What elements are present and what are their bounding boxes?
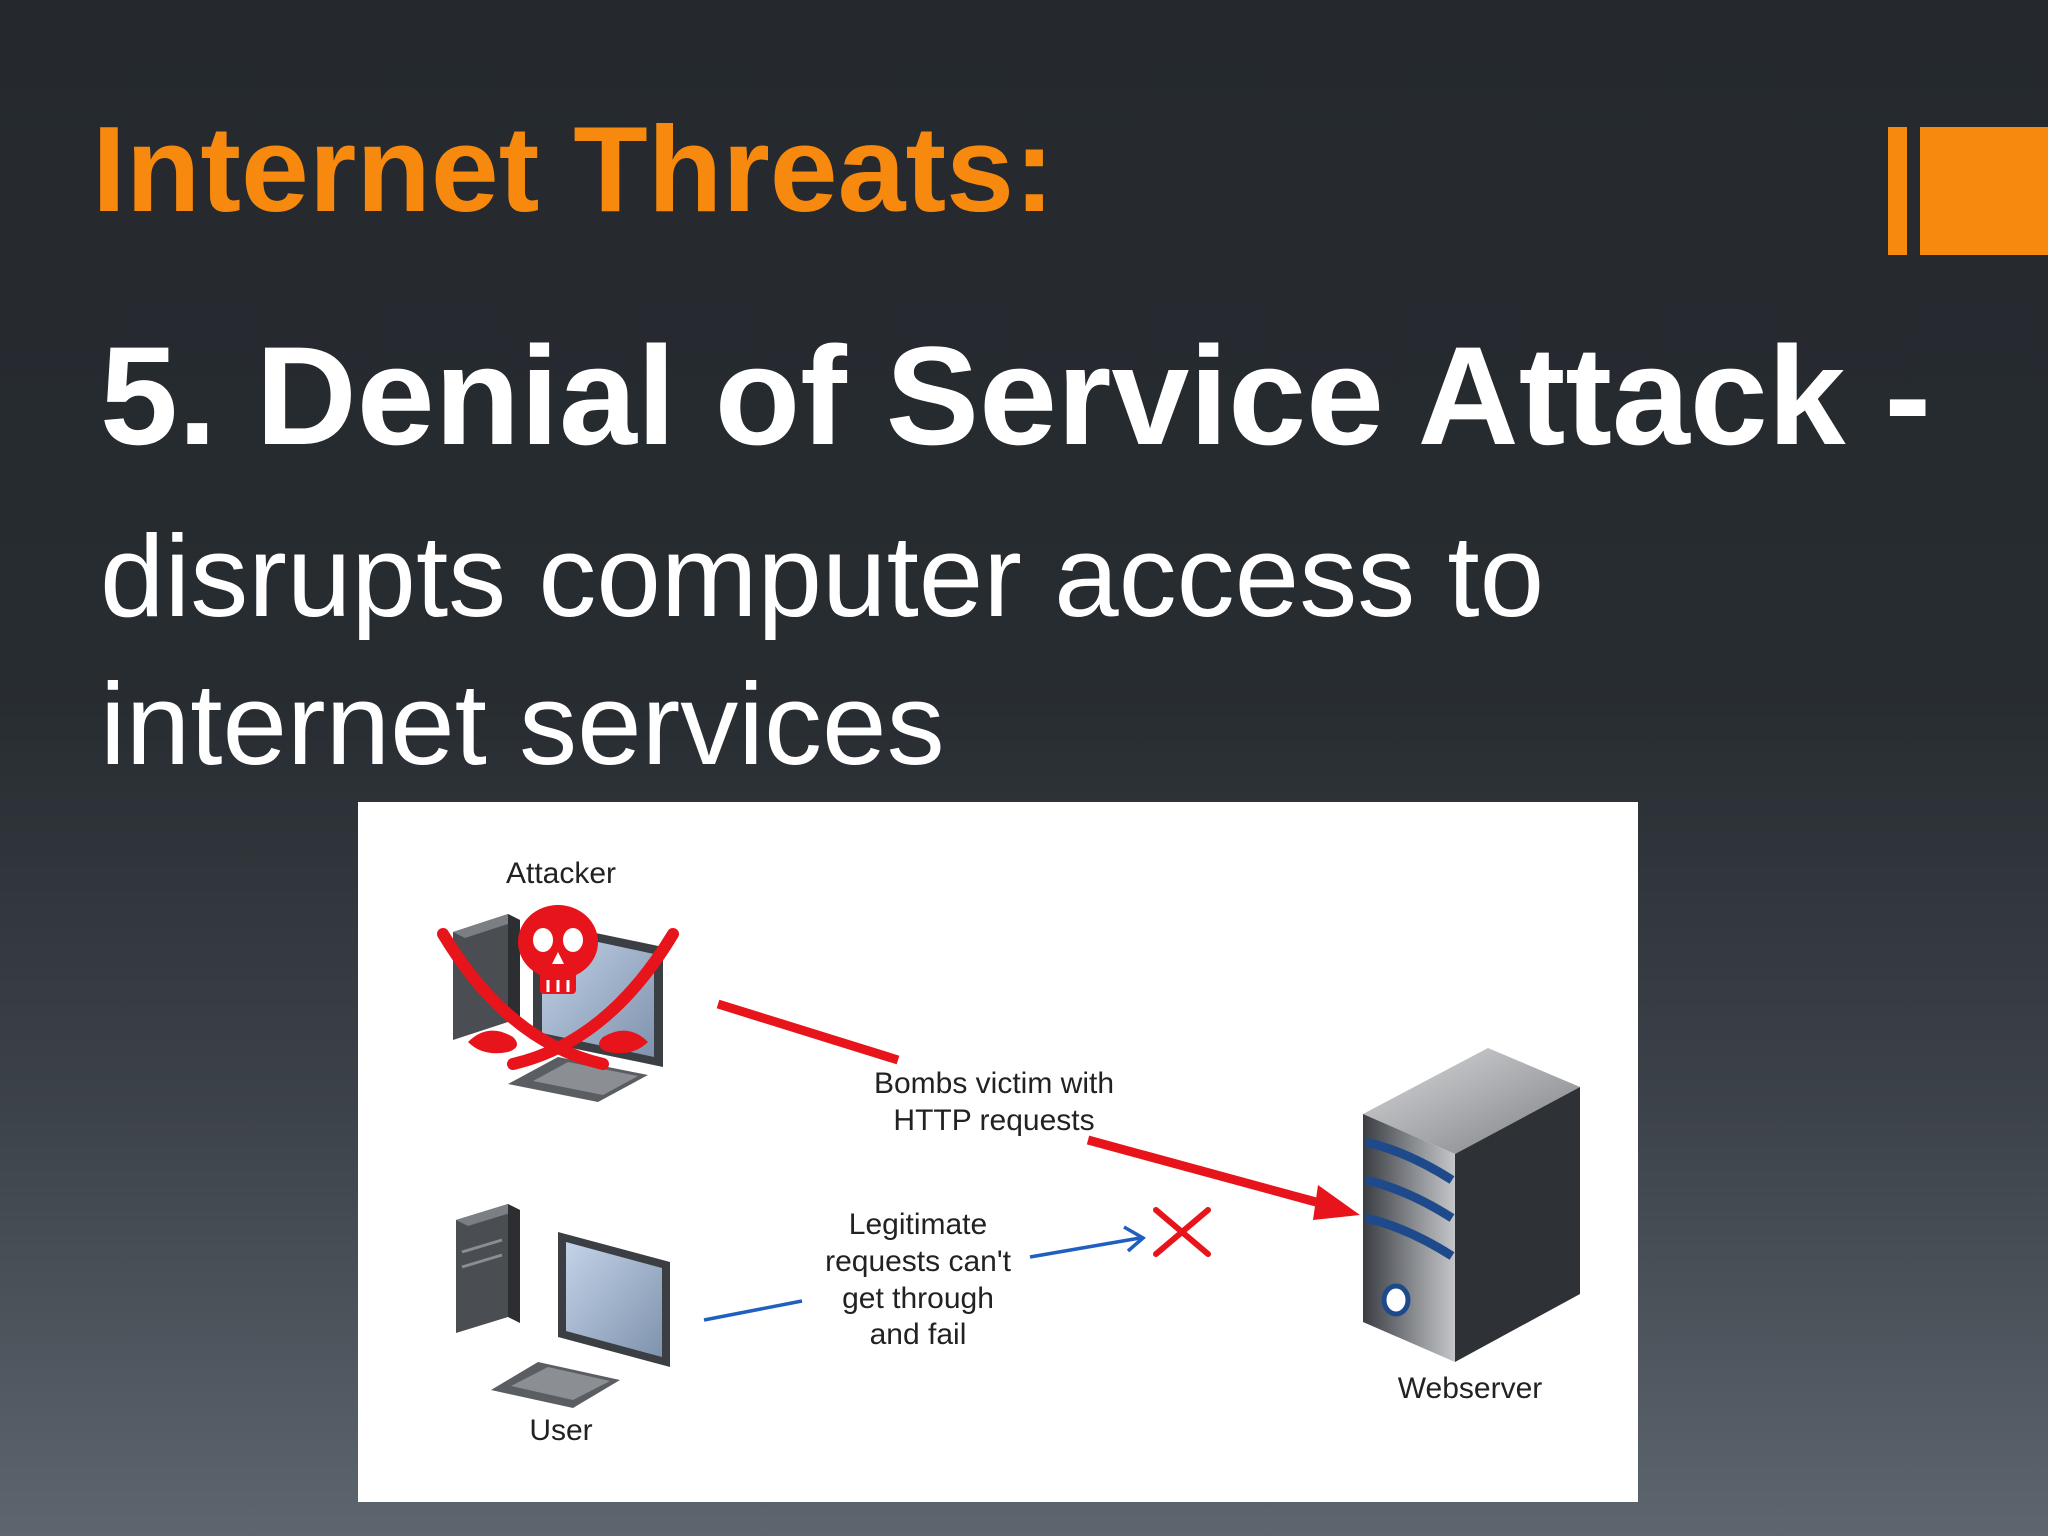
attacker-label: Attacker: [506, 857, 616, 890]
slide-description: disrupts computer access to internet ser…: [100, 502, 1544, 798]
pirate-skull-icon: [437, 905, 679, 1070]
description-line: internet services: [100, 659, 945, 789]
slide-title: Internet Threats:: [92, 101, 1055, 237]
user-computer-icon: [456, 1204, 670, 1408]
legit-label: and fail: [870, 1318, 967, 1351]
legit-label: get through: [842, 1282, 994, 1315]
legit-label: requests can't: [825, 1245, 1011, 1278]
description-line: disrupts computer access to: [100, 511, 1545, 641]
server-icon: [1363, 1048, 1580, 1362]
accent-bar: [1888, 127, 1907, 255]
attack-arrow: [716, 999, 1360, 1220]
x-mark-icon: [1153, 1207, 1211, 1257]
attack-label: HTTP requests: [893, 1104, 1094, 1137]
user-label: User: [529, 1414, 592, 1447]
accent-block: [1920, 127, 2048, 255]
dos-diagram: Attacker User Bombs victim with HTTP req…: [358, 802, 1638, 1502]
attack-label: Bombs victim with: [874, 1067, 1114, 1100]
slide-headline: 5. Denial of Service Attack -: [100, 317, 1932, 474]
webserver-label: Webserver: [1398, 1372, 1543, 1405]
legit-label: Legitimate: [849, 1208, 987, 1241]
legit-request-arrow: [703, 1225, 1147, 1322]
